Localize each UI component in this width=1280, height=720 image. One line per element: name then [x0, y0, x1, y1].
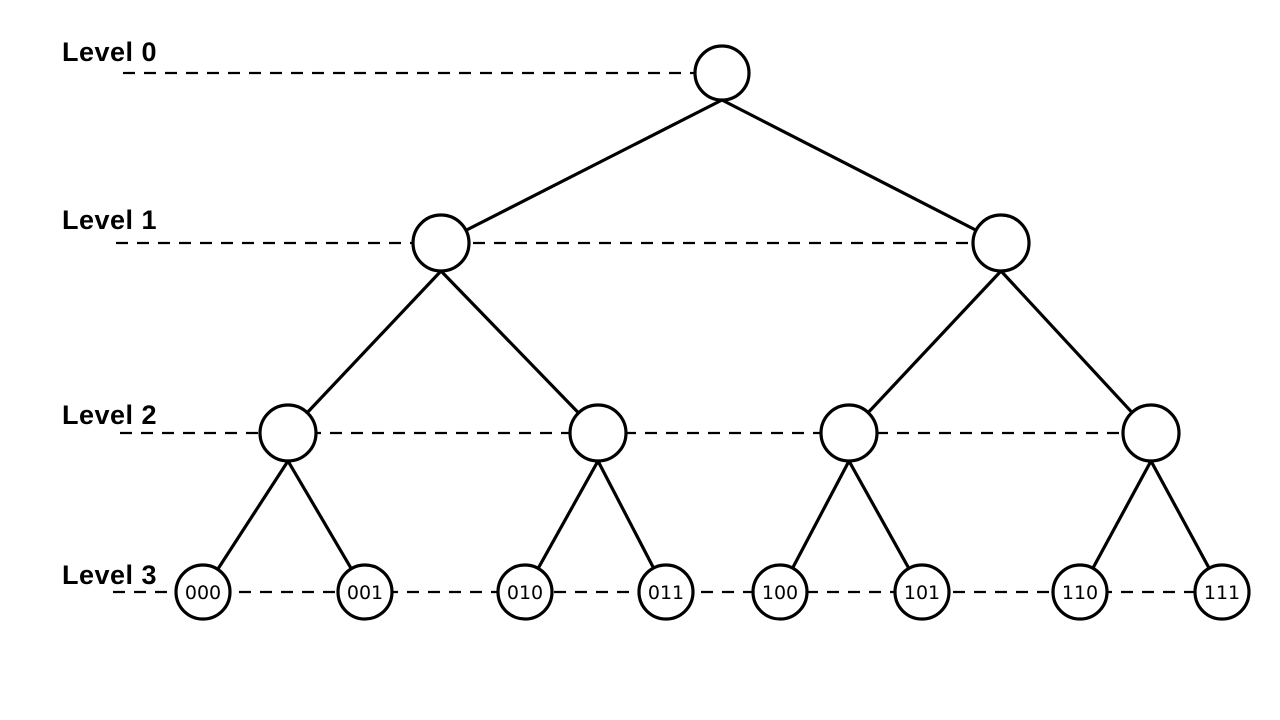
tree-edge-l1-0-l2-1 [439, 269, 600, 435]
tree-node-l1-1 [971, 213, 1031, 273]
level-label-3: Level 3 [62, 560, 157, 590]
tree-node-101 [893, 563, 951, 621]
tree-node-011 [637, 563, 695, 621]
node-label-110: 110 [1062, 582, 1098, 604]
node-label-011: 011 [648, 582, 684, 604]
tree-node-000 [174, 563, 232, 621]
level-label-1: Level 1 [62, 205, 157, 235]
node-label-000: 000 [185, 582, 221, 604]
tree-edge-l1-1-l2-3 [999, 269, 1153, 435]
tree-node-l1-0 [411, 213, 471, 273]
tree-node-100 [751, 563, 809, 621]
node-label-101: 101 [904, 582, 940, 604]
tree-edges-layer [201, 98, 1224, 593]
tree-node-111 [1193, 563, 1251, 621]
tree-node-root [693, 44, 751, 102]
tree-node-010 [496, 563, 554, 621]
level-labels-layer: Level 0 Level 1 Level 2 Level 3 [62, 37, 157, 590]
tree-node-001 [336, 563, 394, 621]
node-label-010: 010 [507, 582, 543, 604]
tree-edge-root-l1-0 [440, 98, 723, 245]
node-label-001: 001 [347, 582, 383, 604]
level-label-0: Level 0 [62, 37, 157, 67]
tree-node-110 [1051, 563, 1109, 621]
tree-edge-l1-0-l2-0 [286, 269, 443, 435]
tree-node-l2-0 [258, 403, 318, 463]
tree-edge-l1-1-l2-2 [847, 269, 1003, 435]
tree-node-l2-1 [568, 403, 628, 463]
tree-node-l2-3 [1121, 403, 1181, 463]
tree-node-l2-2 [819, 403, 879, 463]
tree-edge-root-l1-1 [721, 98, 1002, 245]
level-label-2: Level 2 [62, 400, 157, 430]
level-guidelines-layer [113, 71, 1222, 594]
node-label-100: 100 [762, 582, 798, 604]
node-label-111: 111 [1204, 582, 1240, 604]
tree-nodes-layer: 000 001 010 011 100 101 110 111 [174, 44, 1251, 621]
